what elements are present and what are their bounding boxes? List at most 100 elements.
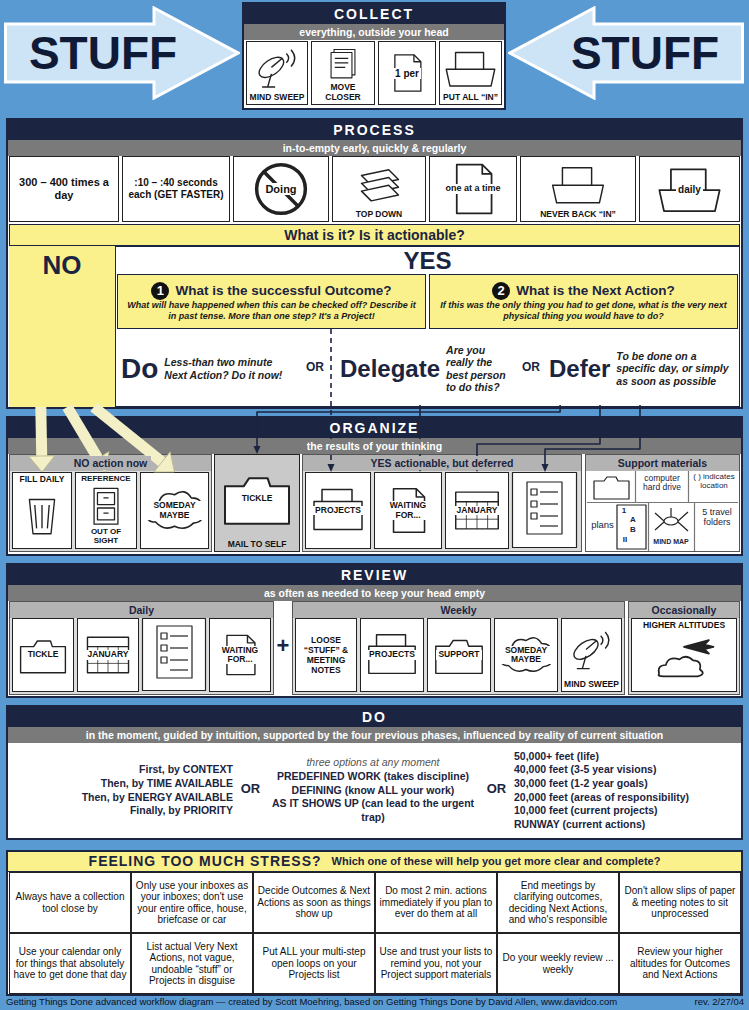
panel-subheader-band: in-to-empty early, quickly & regularly — [8, 140, 741, 156]
tray-icon — [442, 45, 499, 92]
icon-area — [442, 45, 499, 92]
connector-line — [67, 407, 100, 462]
cell-caption: PUT ALL “IN” — [442, 93, 499, 102]
tip-cell: Use your calendar only for things that a… — [9, 933, 131, 994]
icon-cell: NEVER BACK “IN” — [520, 156, 636, 222]
support-item: MIND MAP — [650, 538, 692, 546]
sweep-icon — [564, 622, 619, 679]
arrow-label-area: STUFF — [8, 24, 198, 82]
do-line: Finally, by PRIORITY — [130, 804, 233, 818]
icon-text: SOMEDAY MAYBE — [497, 646, 555, 665]
icon-cell: SOMEDAY MAYBE — [140, 472, 209, 549]
group-box: Support materials — [585, 454, 740, 552]
flow-arrow — [474, 405, 601, 472]
icon-area: Doing — [236, 160, 326, 218]
option-detail: Are you really the best person to do thi… — [446, 344, 514, 392]
trash-icon — [15, 485, 69, 545]
papers-icon — [314, 45, 372, 82]
icon-cell: PUT ALL “IN” — [439, 41, 502, 105]
tip-text: Only use your inboxes as your inboxes; d… — [135, 880, 249, 926]
plus-sign: + — [275, 634, 291, 658]
tip-text: Don't allow slips of paper & meeting not… — [623, 885, 737, 920]
wide-flow-arrow — [94, 407, 175, 472]
icon-area — [564, 622, 619, 679]
stress-subtitle: Which one of these will help you get mor… — [332, 854, 661, 869]
tip-cell: Decide Outcomes & Next Actions as soon a… — [253, 872, 375, 933]
icon-area: SOMEDAY MAYBE — [143, 476, 206, 545]
tip-text: Do most 2 min. actions immediately if yo… — [379, 885, 493, 920]
icon-cell: WAITING FOR... — [374, 472, 442, 549]
icon-area: JANUARY — [448, 476, 506, 545]
icon-area: daily — [642, 160, 737, 218]
group-header-band: Daily — [10, 602, 273, 618]
cell-caption: TOP DOWN — [335, 210, 423, 219]
tip-text: Use your calendar only for things that a… — [13, 946, 127, 981]
question-detail: What will have happened when this can be… — [123, 300, 420, 321]
icon-cell: JANUARY — [77, 618, 139, 692]
panel-header-band: ORGANIZE — [8, 418, 741, 438]
panel-subtitle: in the moment, guided by intuition, supp… — [81, 728, 669, 743]
tip-text: End meetings by clarifying outcomes, dec… — [501, 880, 615, 926]
panel-header-band: COLLECT — [244, 4, 504, 24]
icon-area: SOMEDAY MAYBE — [497, 622, 555, 688]
question-title: What is the Next Action? — [516, 283, 675, 299]
outline-mark: 1 — [619, 507, 629, 516]
icon-cell: one at a time — [429, 156, 517, 222]
icon-cell: PROJECTS — [360, 618, 424, 692]
revision-note: rev. 2/27/04 — [640, 997, 744, 1007]
icon-area — [335, 160, 423, 209]
icon-area: WAITING FOR... — [212, 622, 268, 688]
panel-subtitle: as often as needed to keep your head emp… — [259, 586, 490, 601]
option-detail: Less-than two minute Next Action? Do it … — [164, 356, 294, 380]
panel-subtitle: in-to-empty early, quickly & regularly — [278, 141, 472, 156]
icon-text: one at a time — [443, 184, 502, 194]
icon-text: WAITING FOR... — [377, 501, 439, 520]
icon-area: PROJECTS — [308, 476, 368, 545]
do-line: 30,000 feet (1-2 year goals) — [514, 777, 648, 791]
do-line: Then, by ENERGY AVAILABLE — [82, 791, 233, 805]
flow-arrow — [417, 405, 424, 472]
cell-caption: MOVE CLOSER — [314, 83, 372, 102]
option-detail: To be done on a specific day, or simply … — [616, 350, 734, 386]
stress-title: FEELING TOO MUCH STRESS? — [89, 853, 322, 870]
icon-area — [634, 631, 734, 688]
icon-area: TICKLE — [15, 622, 71, 688]
icon-area — [78, 485, 134, 528]
tip-cell: End meetings by clarifying outcomes, dec… — [497, 872, 619, 933]
icon-cell: HIGHER ALTITUDES — [631, 618, 737, 692]
arrowhead — [417, 464, 424, 472]
caption: Getting Things Done advanced workflow di… — [6, 997, 642, 1007]
panel-title: DO — [356, 708, 393, 726]
option-box: DeferTo be done on a specific day, or si… — [545, 332, 738, 405]
or-label: OR — [303, 361, 327, 374]
cell-caption: MIND SWEEP — [564, 680, 619, 689]
icon-cell: MIND SWEEP — [561, 618, 622, 692]
group-title: Support materials — [614, 456, 711, 470]
group-header-band: Weekly — [293, 602, 624, 618]
icon-text: WAITING FOR... — [212, 646, 268, 665]
do-column: First, by CONTEXTThen, by TIME AVAILABLE… — [9, 744, 239, 837]
callout-number: 2 — [492, 282, 510, 300]
cell-caption: MAIL TO SELF — [217, 540, 297, 549]
icon-text: TICKLE — [26, 650, 61, 659]
panel-header-band: REVIEW — [8, 565, 741, 585]
icon-text: JANUARY — [455, 506, 500, 515]
wide-flow-arrow — [67, 407, 109, 472]
cabinet-icon — [78, 485, 134, 528]
support-note: ( ) indicates location — [690, 473, 738, 491]
tip-text: Do your weekly review ... weekly — [501, 952, 615, 975]
option-word: Do — [121, 355, 158, 383]
panel-subheader-band: as often as needed to keep your head emp… — [8, 585, 741, 601]
icon-area — [523, 160, 633, 209]
option-box: DelegateAre you really the best person t… — [336, 332, 518, 405]
wide-flow-arrow — [29, 407, 55, 472]
group-title: YES actionable, but deferred — [367, 456, 518, 470]
icon-text: SOMEDAY MAYBE — [143, 501, 206, 520]
do-line: 10,000 feet (current projects) — [514, 804, 658, 818]
text-cell: LOOSE “STUFF” & MEETING NOTES — [295, 618, 357, 692]
stuff-text: STUFF — [571, 30, 719, 76]
tip-cell: Do your weekly review ... weekly — [497, 933, 619, 994]
icon-cell: MIND SWEEP — [246, 41, 308, 105]
arrow-label-area: STUFF — [550, 24, 740, 82]
icon-area: PROJECTS — [363, 622, 421, 688]
